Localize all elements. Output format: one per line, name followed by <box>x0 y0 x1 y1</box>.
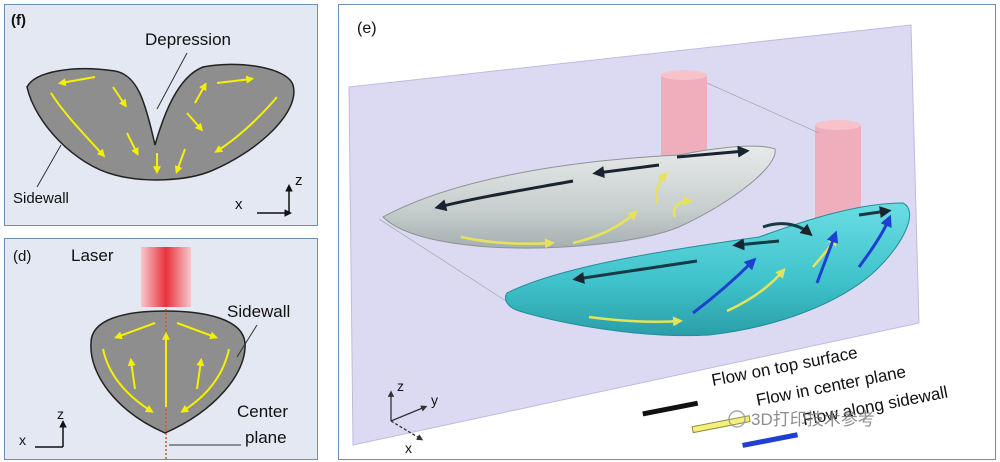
melt-pool-shape <box>90 310 246 434</box>
watermark-icon <box>728 410 746 428</box>
panel-d-tag: (d) <box>13 248 31 265</box>
axis-x-label-f: x <box>235 196 243 213</box>
melt-pool-cyan <box>505 202 911 337</box>
laser-label: Laser <box>71 246 114 265</box>
sidewall-label-f: Sidewall <box>13 190 69 207</box>
axis-indicator-f <box>257 184 293 217</box>
panel-f: (f) Depression Sidewall x z <box>4 4 318 226</box>
legend-swatch-top <box>642 400 699 417</box>
sidewall-leader-line-d <box>236 324 258 358</box>
watermark: 3D打印技术参考 <box>728 410 875 429</box>
laser-cylinder-2 <box>815 120 861 221</box>
axis-z-label-d: z <box>57 406 64 422</box>
axis-y-label-e: y <box>431 392 438 408</box>
panel-d: (d) Laser Sidewall Center plane x z <box>4 238 318 460</box>
legend-swatch-sidewall <box>742 432 799 448</box>
depression-leader-line <box>156 52 188 110</box>
center-label-line1: Center <box>237 402 288 421</box>
melt-pool-silver <box>382 145 776 249</box>
axis-z-label-f: z <box>295 172 303 189</box>
guide-lines <box>378 82 820 304</box>
cyan-flow-top <box>572 206 892 284</box>
melt-pool-depression-shape <box>26 63 295 181</box>
depression-label: Depression <box>145 30 231 49</box>
panel-e: (e) <box>338 4 996 460</box>
silver-flow-top <box>434 145 750 212</box>
silver-flow-center <box>460 172 693 249</box>
axis-z-label-e: z <box>397 378 404 394</box>
panel-f-tag: (f) <box>11 12 26 29</box>
axis-x-label-d: x <box>19 432 26 448</box>
panel-e-drawing: (e) <box>348 20 949 456</box>
sidewall-leader-line-f <box>36 144 62 188</box>
flow-arrows-f <box>50 75 278 175</box>
laser-beam <box>141 247 191 307</box>
panel-e-tag: (e) <box>357 20 377 37</box>
axis-x-label-e: x <box>405 440 412 456</box>
watermark-text: 3D打印技术参考 <box>751 410 875 429</box>
sidewall-label-d: Sidewall <box>227 302 290 321</box>
flow-arrows-d <box>102 322 230 413</box>
cyan-flow-sidewall <box>692 214 892 315</box>
axis-indicator-d <box>35 420 67 448</box>
panel-d-drawing: (d) Laser Sidewall Center plane x z <box>13 246 290 459</box>
axis-indicator-e <box>387 390 428 441</box>
center-label-line2: plane <box>245 428 287 447</box>
panel-f-drawing: (f) Depression Sidewall x z <box>11 12 303 217</box>
legend-swatch-center <box>691 415 751 434</box>
